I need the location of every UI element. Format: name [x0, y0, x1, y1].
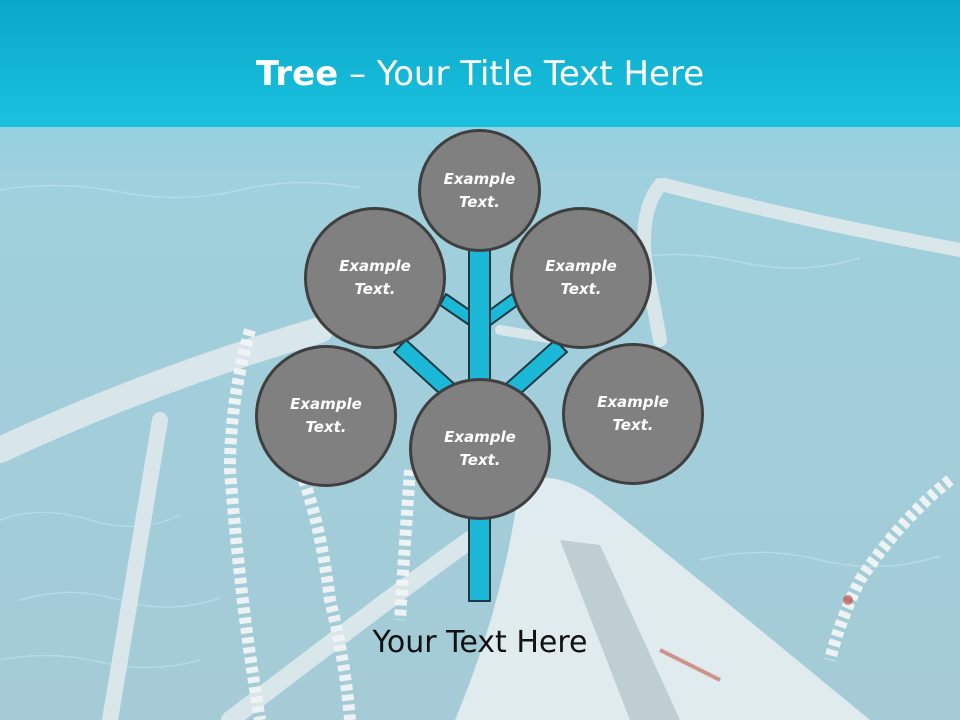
title-bar: [0, 0, 960, 127]
node-label: Example Text.: [444, 428, 516, 469]
title-keyword: Tree: [255, 54, 339, 94]
caption-text: Your Text Here: [372, 625, 588, 660]
node-label: Example Text.: [443, 169, 516, 211]
tree-node-center[interactable]: Example Text.: [409, 378, 551, 520]
node-label: Example Text.: [545, 257, 617, 298]
node-label: Example Text.: [290, 395, 362, 436]
title-dash: –: [338, 54, 377, 94]
tree-node-lower-right[interactable]: Example Text.: [562, 343, 704, 485]
tree-node-upper-left[interactable]: Example Text.: [304, 207, 446, 349]
tree-node-lower-left[interactable]: Example Text.: [255, 345, 397, 487]
title-text: Your Title Text Here: [376, 54, 705, 94]
tree-node-top[interactable]: Example Text.: [418, 129, 541, 252]
node-label: Example Text.: [339, 257, 411, 298]
tree-node-upper-right[interactable]: Example Text.: [510, 207, 652, 349]
slide-title: Tree – Your Title Text Here: [0, 50, 960, 98]
node-label: Example Text.: [597, 393, 669, 434]
